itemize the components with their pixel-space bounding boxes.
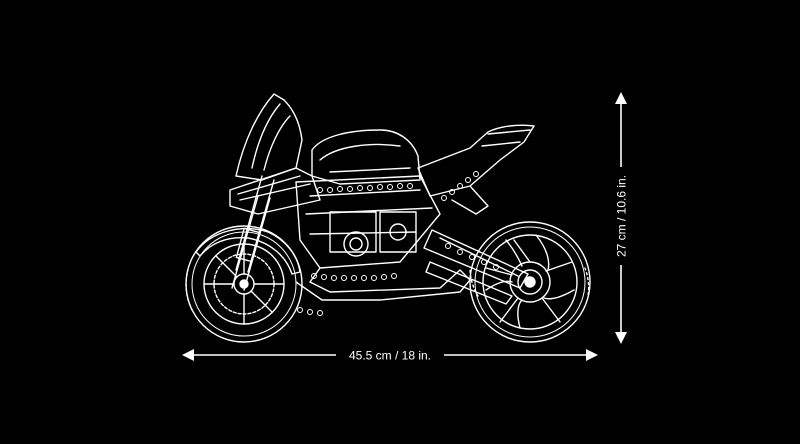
height-arrow-top-head (615, 92, 627, 104)
front-fender (195, 227, 301, 275)
height-dimension: 27 cm / 10.6 in. (612, 92, 630, 344)
front-fork (231, 175, 275, 291)
front-wheel (185, 225, 303, 343)
width-arrow-right-head (586, 349, 598, 361)
rear-wheel (469, 221, 591, 343)
width-arrow-left-head (182, 349, 194, 361)
height-label-bg (612, 167, 630, 265)
height-arrow-bottom-head (615, 332, 627, 344)
width-label: 45.5 cm / 18 in. (349, 349, 431, 363)
motorcycle-drawing (185, 93, 591, 343)
front-fairing (229, 93, 321, 215)
frame (295, 175, 461, 293)
width-dimension: 45.5 cm / 18 in. (182, 346, 598, 364)
height-label: 27 cm / 10.6 in. (615, 175, 629, 257)
width-label-bg (336, 346, 444, 364)
tail-section (417, 124, 535, 215)
lower-fairing (295, 269, 471, 301)
technic-holes (297, 171, 499, 316)
swingarm (423, 229, 529, 305)
fuel-tank (311, 129, 421, 185)
